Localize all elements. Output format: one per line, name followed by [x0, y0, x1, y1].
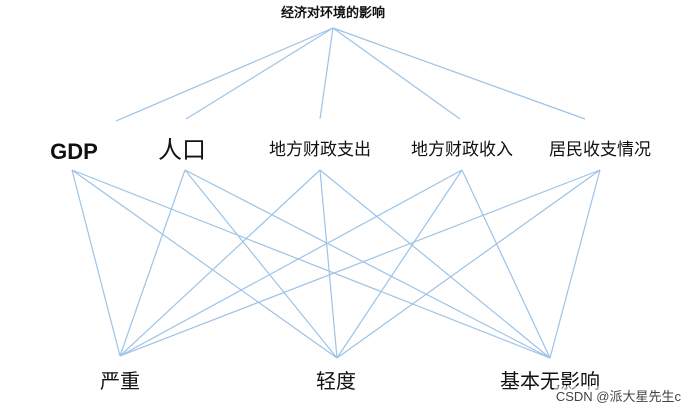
edge-fiscal_revenue-to-mild	[336, 169, 463, 359]
watermark: CSDN @派大星先生c	[553, 386, 683, 405]
edge-population-to-none	[184, 169, 551, 359]
edge-gdp-to-none	[71, 169, 551, 359]
criterion-gdp: GDP	[50, 139, 98, 164]
edge-fiscal_revenue-to-severe	[119, 169, 463, 357]
edge-resident_income_expenditure-to-mild	[336, 169, 601, 359]
edge-fiscal_revenue-to-none	[461, 169, 551, 359]
edge-goal-to-fiscal_revenue	[332, 27, 461, 120]
edge-goal-to-population	[185, 27, 334, 120]
edge-goal-to-fiscal_expenditure	[319, 27, 334, 120]
criterion-population: 人口	[158, 136, 206, 164]
edge-resident_income_expenditure-to-none	[549, 169, 601, 359]
edge-fiscal_expenditure-to-mild	[319, 169, 338, 359]
criterion-resident-income-expenditure: 居民收支情况	[549, 140, 651, 160]
edge-population-to-mild	[184, 169, 338, 359]
connector-lines	[71, 27, 601, 359]
edge-gdp-to-mild	[71, 169, 338, 359]
edge-gdp-to-severe	[71, 169, 121, 357]
edge-goal-to-gdp	[115, 27, 334, 122]
edge-fiscal_expenditure-to-severe	[119, 169, 321, 357]
edge-goal-to-resident_income_expenditure	[332, 27, 586, 120]
alternative-severe: 严重	[100, 369, 140, 393]
criterion-fiscal-revenue: 地方财政收入	[411, 140, 513, 160]
goal-label: 经济对环境的影响	[280, 6, 386, 21]
criterion-fiscal-expenditure: 地方财政支出	[269, 140, 371, 160]
edge-resident_income_expenditure-to-severe	[119, 169, 601, 357]
edge-population-to-severe	[119, 169, 186, 357]
edge-fiscal_expenditure-to-none	[319, 169, 551, 359]
alternative-mild: 轻度	[316, 369, 356, 393]
